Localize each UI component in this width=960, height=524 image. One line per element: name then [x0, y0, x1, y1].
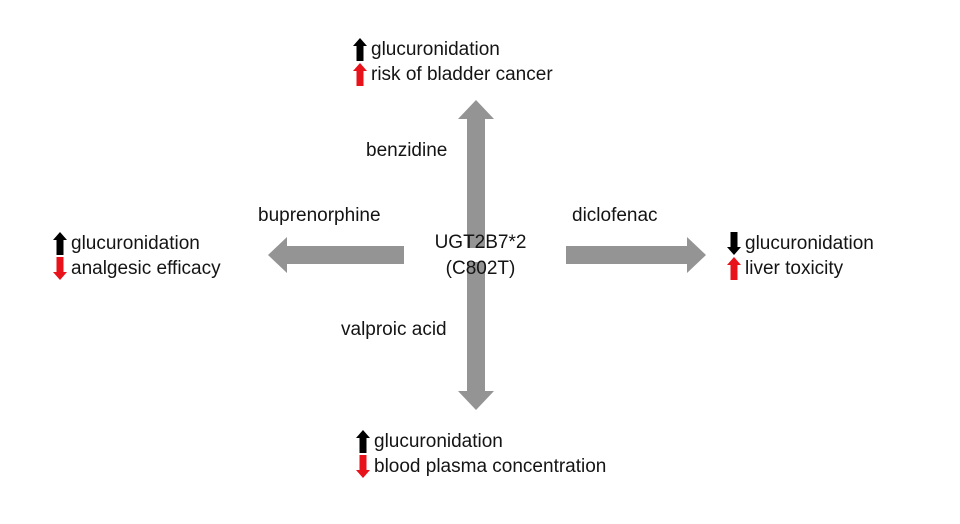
outcome-text: glucuronidation [371, 39, 500, 60]
center-node-gene: UGT2B7*2 [434, 232, 527, 253]
arrow-up-red-icon [352, 63, 368, 86]
outcome-row: glucuronidation [726, 231, 874, 256]
outcome-text: glucuronidation [374, 431, 503, 452]
arrow-up-black-icon [352, 38, 368, 61]
arrow-right-diclofenac [566, 236, 706, 274]
outcome-row: blood plasma concentration [355, 454, 606, 479]
outcome-row: risk of bladder cancer [352, 62, 553, 87]
center-node: UGT2B7*2 (C802T) [423, 230, 538, 282]
outcome-row: glucuronidation [355, 429, 606, 454]
arrow-down-valproic-acid [457, 262, 495, 410]
outcome-text: glucuronidation [745, 233, 874, 254]
edge-label-diclofenac: diclofenac [572, 205, 658, 226]
center-node-variant: (C802T) [445, 258, 516, 279]
outcome-row: glucuronidation [52, 231, 221, 256]
outcome-text: glucuronidation [71, 233, 200, 254]
arrow-down-black-icon [726, 232, 742, 255]
outcome-group-buprenorphine: glucuronidation analgesic efficacy [52, 231, 221, 281]
arrow-up-benzidine [457, 100, 495, 248]
edge-label-valproic-acid: valproic acid [341, 319, 447, 340]
arrow-up-red-icon [726, 257, 742, 280]
arrow-up-black-icon [52, 232, 68, 255]
outcome-row: liver toxicity [726, 256, 874, 281]
edge-label-benzidine: benzidine [366, 140, 448, 161]
outcome-text: analgesic efficacy [71, 258, 221, 279]
outcome-text: risk of bladder cancer [371, 64, 553, 85]
arrow-down-red-icon [52, 257, 68, 280]
arrow-down-red-icon [355, 455, 371, 478]
arrow-up-black-icon [355, 430, 371, 453]
outcome-row: glucuronidation [352, 37, 553, 62]
outcome-text: blood plasma concentration [374, 456, 607, 477]
outcome-group-benzidine: glucuronidation risk of bladder cancer [352, 37, 553, 87]
outcome-group-diclofenac: glucuronidation liver toxicity [726, 231, 874, 281]
outcome-group-valproic-acid: glucuronidation blood plasma concentrati… [355, 429, 606, 479]
edge-label-buprenorphine: buprenorphine [258, 205, 381, 226]
outcome-row: analgesic efficacy [52, 256, 221, 281]
arrow-left-buprenorphine [268, 236, 404, 274]
outcome-text: liver toxicity [745, 258, 844, 279]
